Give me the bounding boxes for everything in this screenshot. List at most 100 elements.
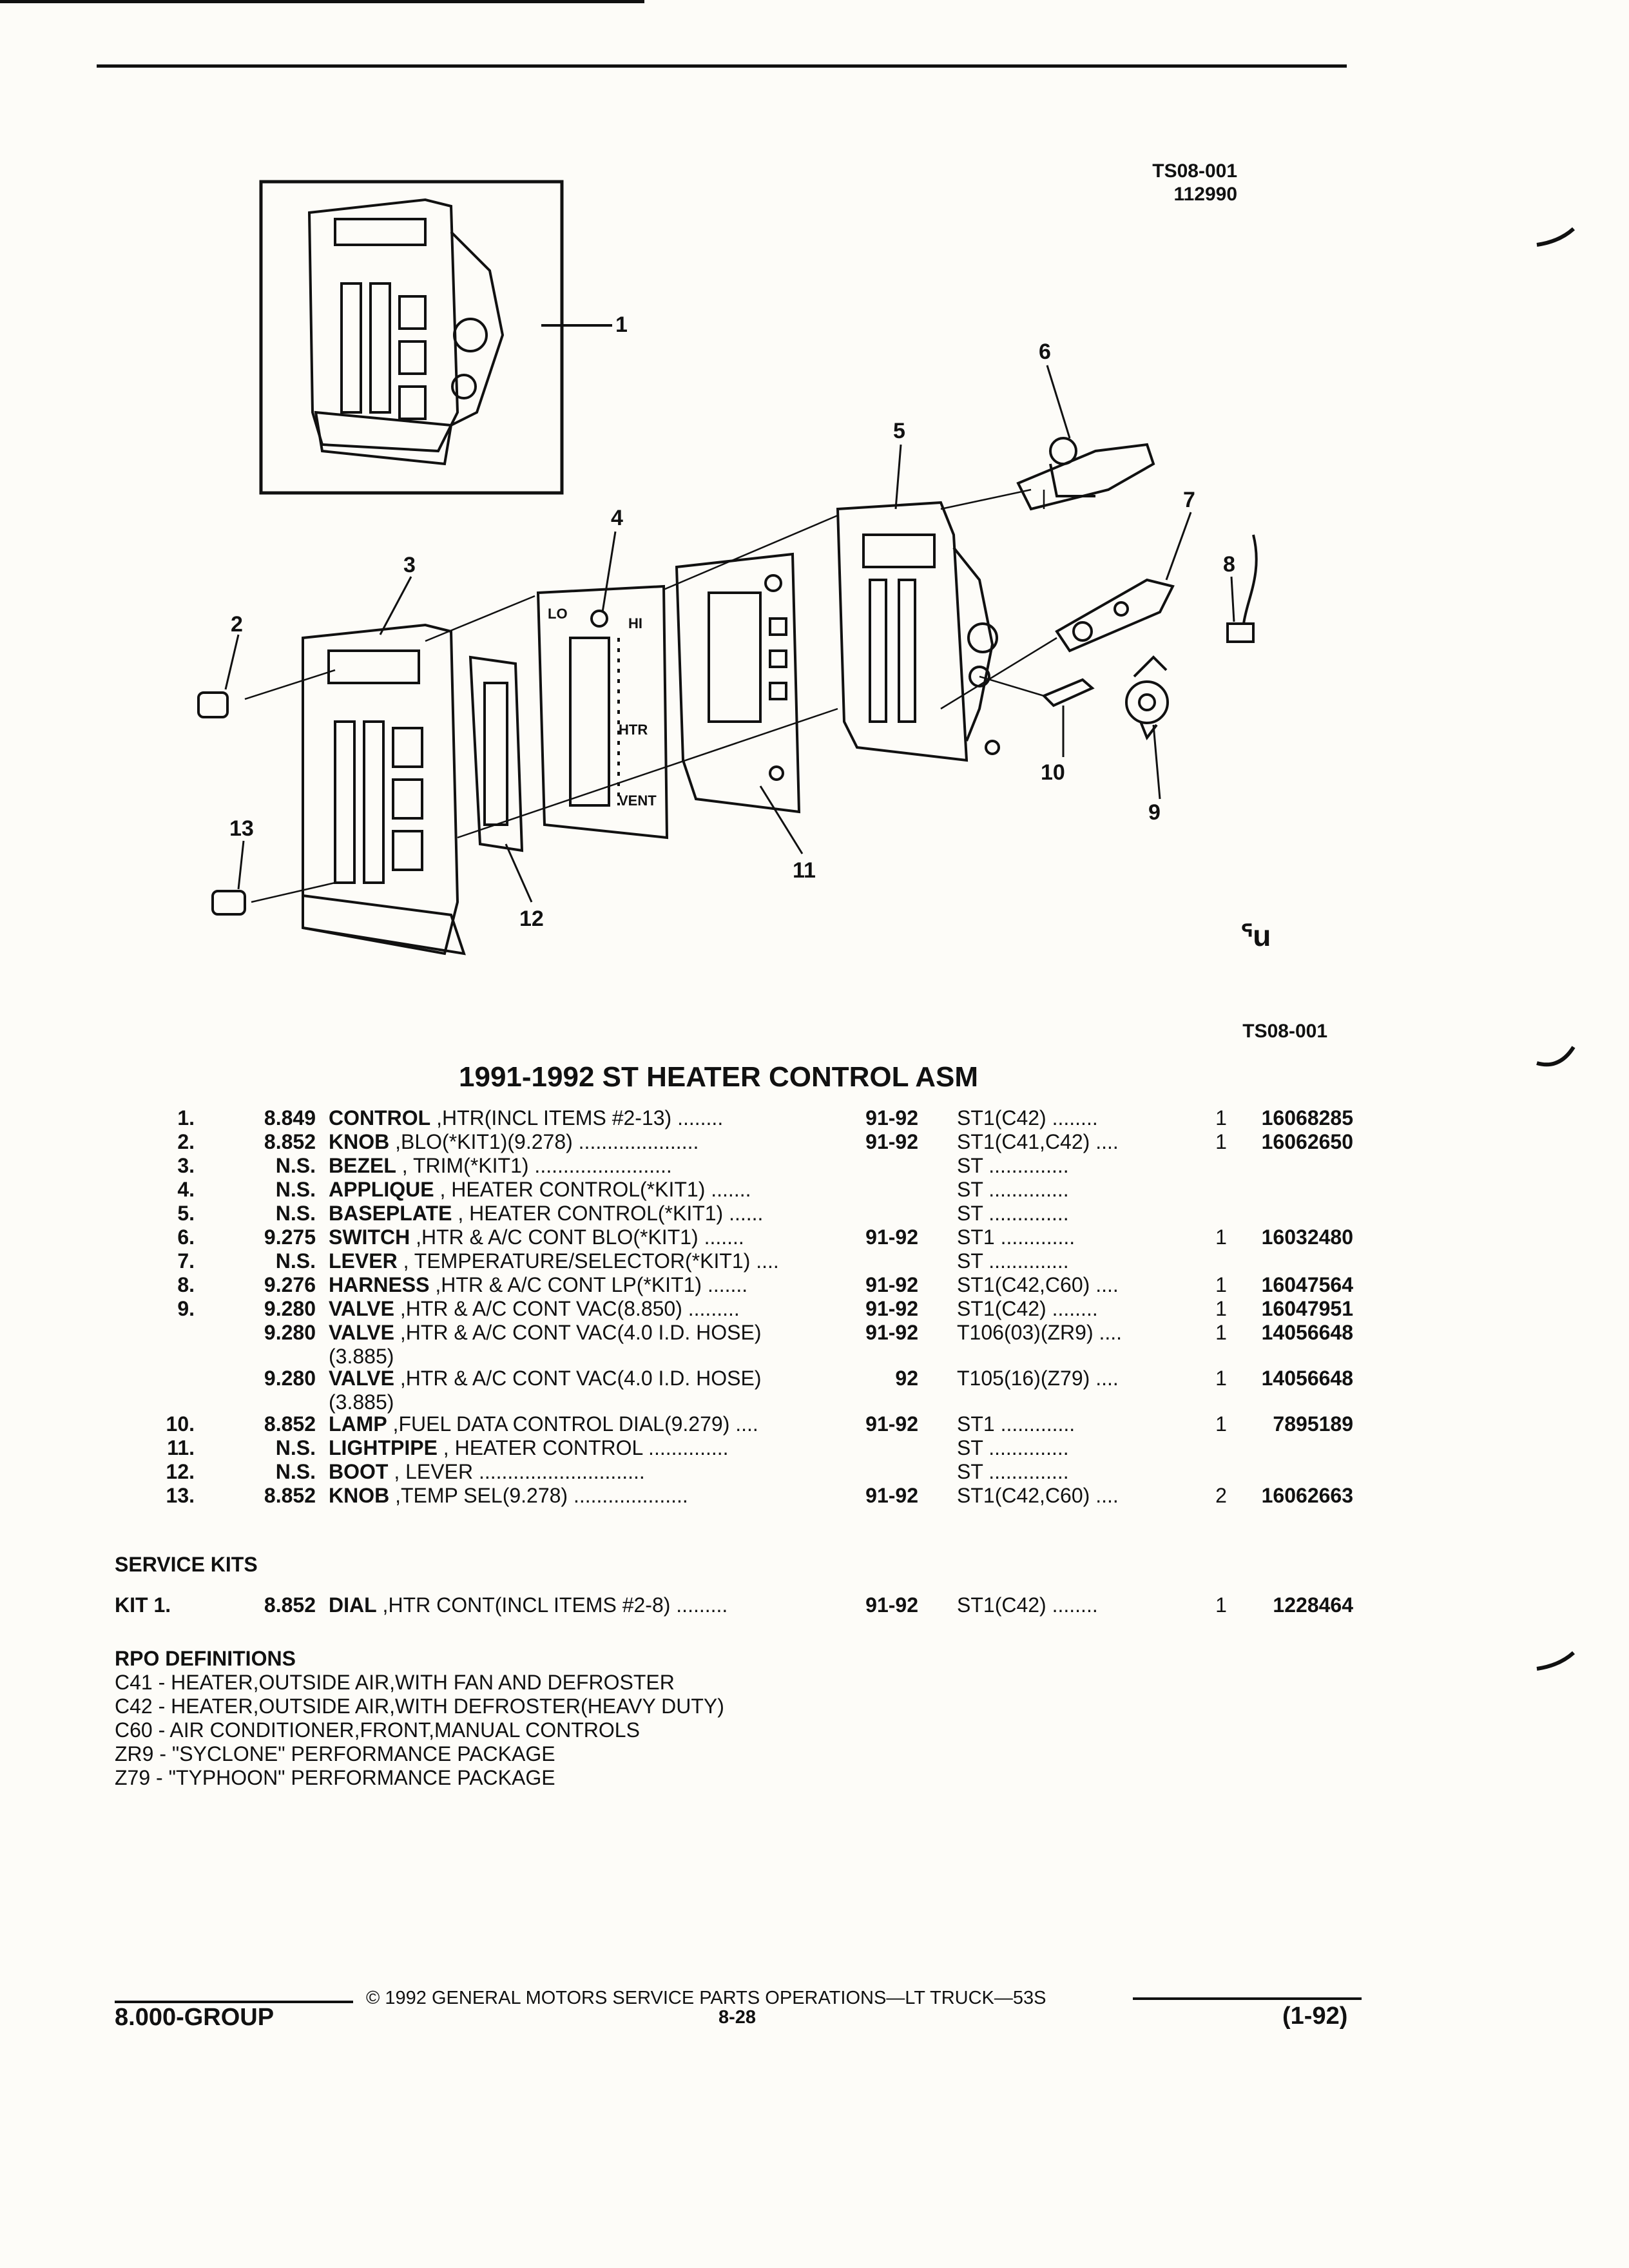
series: T106(03)(ZR9) ....: [957, 1321, 1123, 1344]
assembled-control-drawing: [307, 198, 505, 466]
knob-13-drawing: [211, 890, 246, 916]
applique-drawing: [536, 584, 669, 840]
part-name: BEZEL: [329, 1154, 396, 1177]
group-number: 8.852: [264, 1484, 316, 1507]
description: APPLIQUE , HEATER CONTROL(*KIT1) .......: [329, 1178, 751, 1202]
applique-label-hi: HI: [628, 615, 642, 631]
callout-11: 11: [793, 858, 816, 883]
bezel-drawing: [302, 623, 466, 956]
kit-group: 8.852: [264, 1593, 316, 1617]
part-name: BASEPLATE: [329, 1202, 452, 1225]
group-number: 9.276: [264, 1273, 316, 1296]
parts-row: 11.N.S.LIGHTPIPE , HEATER CONTROL ......…: [155, 1436, 1379, 1460]
knob-2-drawing: [197, 691, 229, 718]
series: ST ..............: [957, 1249, 1069, 1273]
description: LEVER , TEMPERATURE/SELECTOR(*KIT1) ....: [329, 1249, 779, 1273]
part-name: SWITCH: [329, 1225, 410, 1249]
lever-drawing: [1055, 578, 1175, 653]
lightpipe-drawing: [675, 552, 801, 814]
series: ST ..............: [957, 1202, 1069, 1225]
series: ST1 .............: [957, 1412, 1075, 1436]
group-number: N.S.: [275, 1178, 316, 1201]
rpo-item: C42 - HEATER,OUTSIDE AIR,WITH DEFROSTER(…: [115, 1695, 724, 1718]
figure-ref: TS08-001: [1242, 1021, 1327, 1042]
part-desc: , TRIM(*KIT1) ........................: [396, 1154, 672, 1177]
model-years: 91-92: [865, 1321, 918, 1344]
parts-row: 5. N.S. BASEPLATE , HEATER CONTROL(*KIT1) …: [155, 1202, 1379, 1225]
kit-qty: 1: [1215, 1593, 1227, 1617]
callout-5: 5: [893, 419, 905, 443]
part-number: 16047564: [1261, 1273, 1353, 1296]
part-number: 7895189: [1273, 1412, 1353, 1436]
series: ST1 .............: [957, 1225, 1075, 1249]
footer-page-number: 8-28: [718, 2007, 757, 2028]
description: SWITCH ,HTR & A/C CONT BLO(*KIT1) ......…: [329, 1225, 744, 1249]
item-number: 13.: [166, 1484, 195, 1507]
series: ST ..............: [957, 1436, 1069, 1459]
part-number: 14056648: [1261, 1367, 1353, 1390]
part-desc: ,HTR(INCL ITEMS #2-13) ........: [430, 1106, 724, 1129]
item-number: 2.: [177, 1130, 195, 1153]
part-number: 16062650: [1261, 1130, 1353, 1153]
item-number: 3.: [177, 1154, 195, 1177]
series: T105(16)(Z79) ....: [957, 1367, 1119, 1390]
series: ST1(C42) ........: [957, 1297, 1098, 1320]
group-number: N.S.: [275, 1436, 316, 1459]
model-years: 91-92: [865, 1130, 918, 1153]
series: ST ..............: [957, 1154, 1069, 1177]
group-number: 8.852: [264, 1412, 316, 1436]
exploded-diagram: LO HI HTR VENT 1 2 3 4 5 6 7 8 9 10 11 1…: [197, 180, 1271, 956]
group-number: 9.280: [264, 1321, 316, 1344]
item-number: 7.: [177, 1249, 195, 1273]
part-name: KNOB: [329, 1484, 390, 1507]
part-desc: ,HTR & A/C CONT LP(*KIT1) .......: [429, 1273, 748, 1296]
group-number: 9.280: [264, 1367, 316, 1390]
model-years: 91-92: [865, 1412, 918, 1436]
kit-series: ST1(C42) ........: [957, 1593, 1098, 1617]
part-desc: , TEMPERATURE/SELECTOR(*KIT1) ....: [397, 1249, 779, 1273]
part-desc: , HEATER CONTROL(*KIT1) .......: [434, 1178, 751, 1201]
part-desc: ,HTR & A/C CONT VAC(4.0 I.D. HOSE): [394, 1367, 762, 1390]
part-name: BOOT: [329, 1460, 389, 1483]
part-number: 16047951: [1261, 1297, 1353, 1320]
part-name: LEVER: [329, 1249, 398, 1273]
part-desc: ,TEMP SEL(9.278) ....................: [389, 1484, 688, 1507]
part-name: CONTROL: [329, 1106, 431, 1129]
description: KNOB ,BLO(*KIT1)(9.278) ................…: [329, 1130, 699, 1154]
item-number: 9.: [177, 1297, 195, 1320]
quantity: 1: [1215, 1321, 1227, 1344]
model-years: 92: [895, 1367, 918, 1390]
callout-12: 12: [519, 907, 544, 931]
group-number: N.S.: [275, 1460, 316, 1483]
callout-6: 6: [1039, 340, 1051, 364]
footer-copyright: © 1992 GENERAL MOTORS SERVICE PARTS OPER…: [366, 1988, 1046, 2008]
series: ST ..............: [957, 1460, 1069, 1483]
item-number: 8.: [177, 1273, 195, 1296]
reference-code: TS08-001 112990: [1121, 160, 1237, 206]
kit-years: 91-92: [865, 1593, 918, 1617]
model-years: 91-92: [865, 1484, 918, 1507]
item-number: 5.: [177, 1202, 195, 1225]
callout-1: 1: [615, 312, 628, 337]
continuation-text: (3.885): [329, 1390, 394, 1414]
ref-code: TS08-001: [1152, 160, 1237, 182]
header-rule: [97, 64, 1347, 68]
item-number: 11.: [167, 1436, 195, 1459]
part-desc: ,FUEL DATA CONTROL DIAL(9.279) ....: [387, 1412, 758, 1436]
series: ST ..............: [957, 1178, 1069, 1201]
quantity: 1: [1215, 1106, 1227, 1129]
part-desc: , HEATER CONTROL(*KIT1) ......: [452, 1202, 764, 1225]
applique-label-vent: VENT: [619, 793, 657, 809]
group-number: N.S.: [275, 1202, 316, 1225]
item-number: 6.: [177, 1225, 195, 1249]
quantity: 2: [1215, 1484, 1227, 1507]
callout-3: 3: [403, 553, 416, 577]
part-number: 16062663: [1261, 1484, 1353, 1507]
parts-row-continuation: (3.885): [155, 1345, 1379, 1368]
